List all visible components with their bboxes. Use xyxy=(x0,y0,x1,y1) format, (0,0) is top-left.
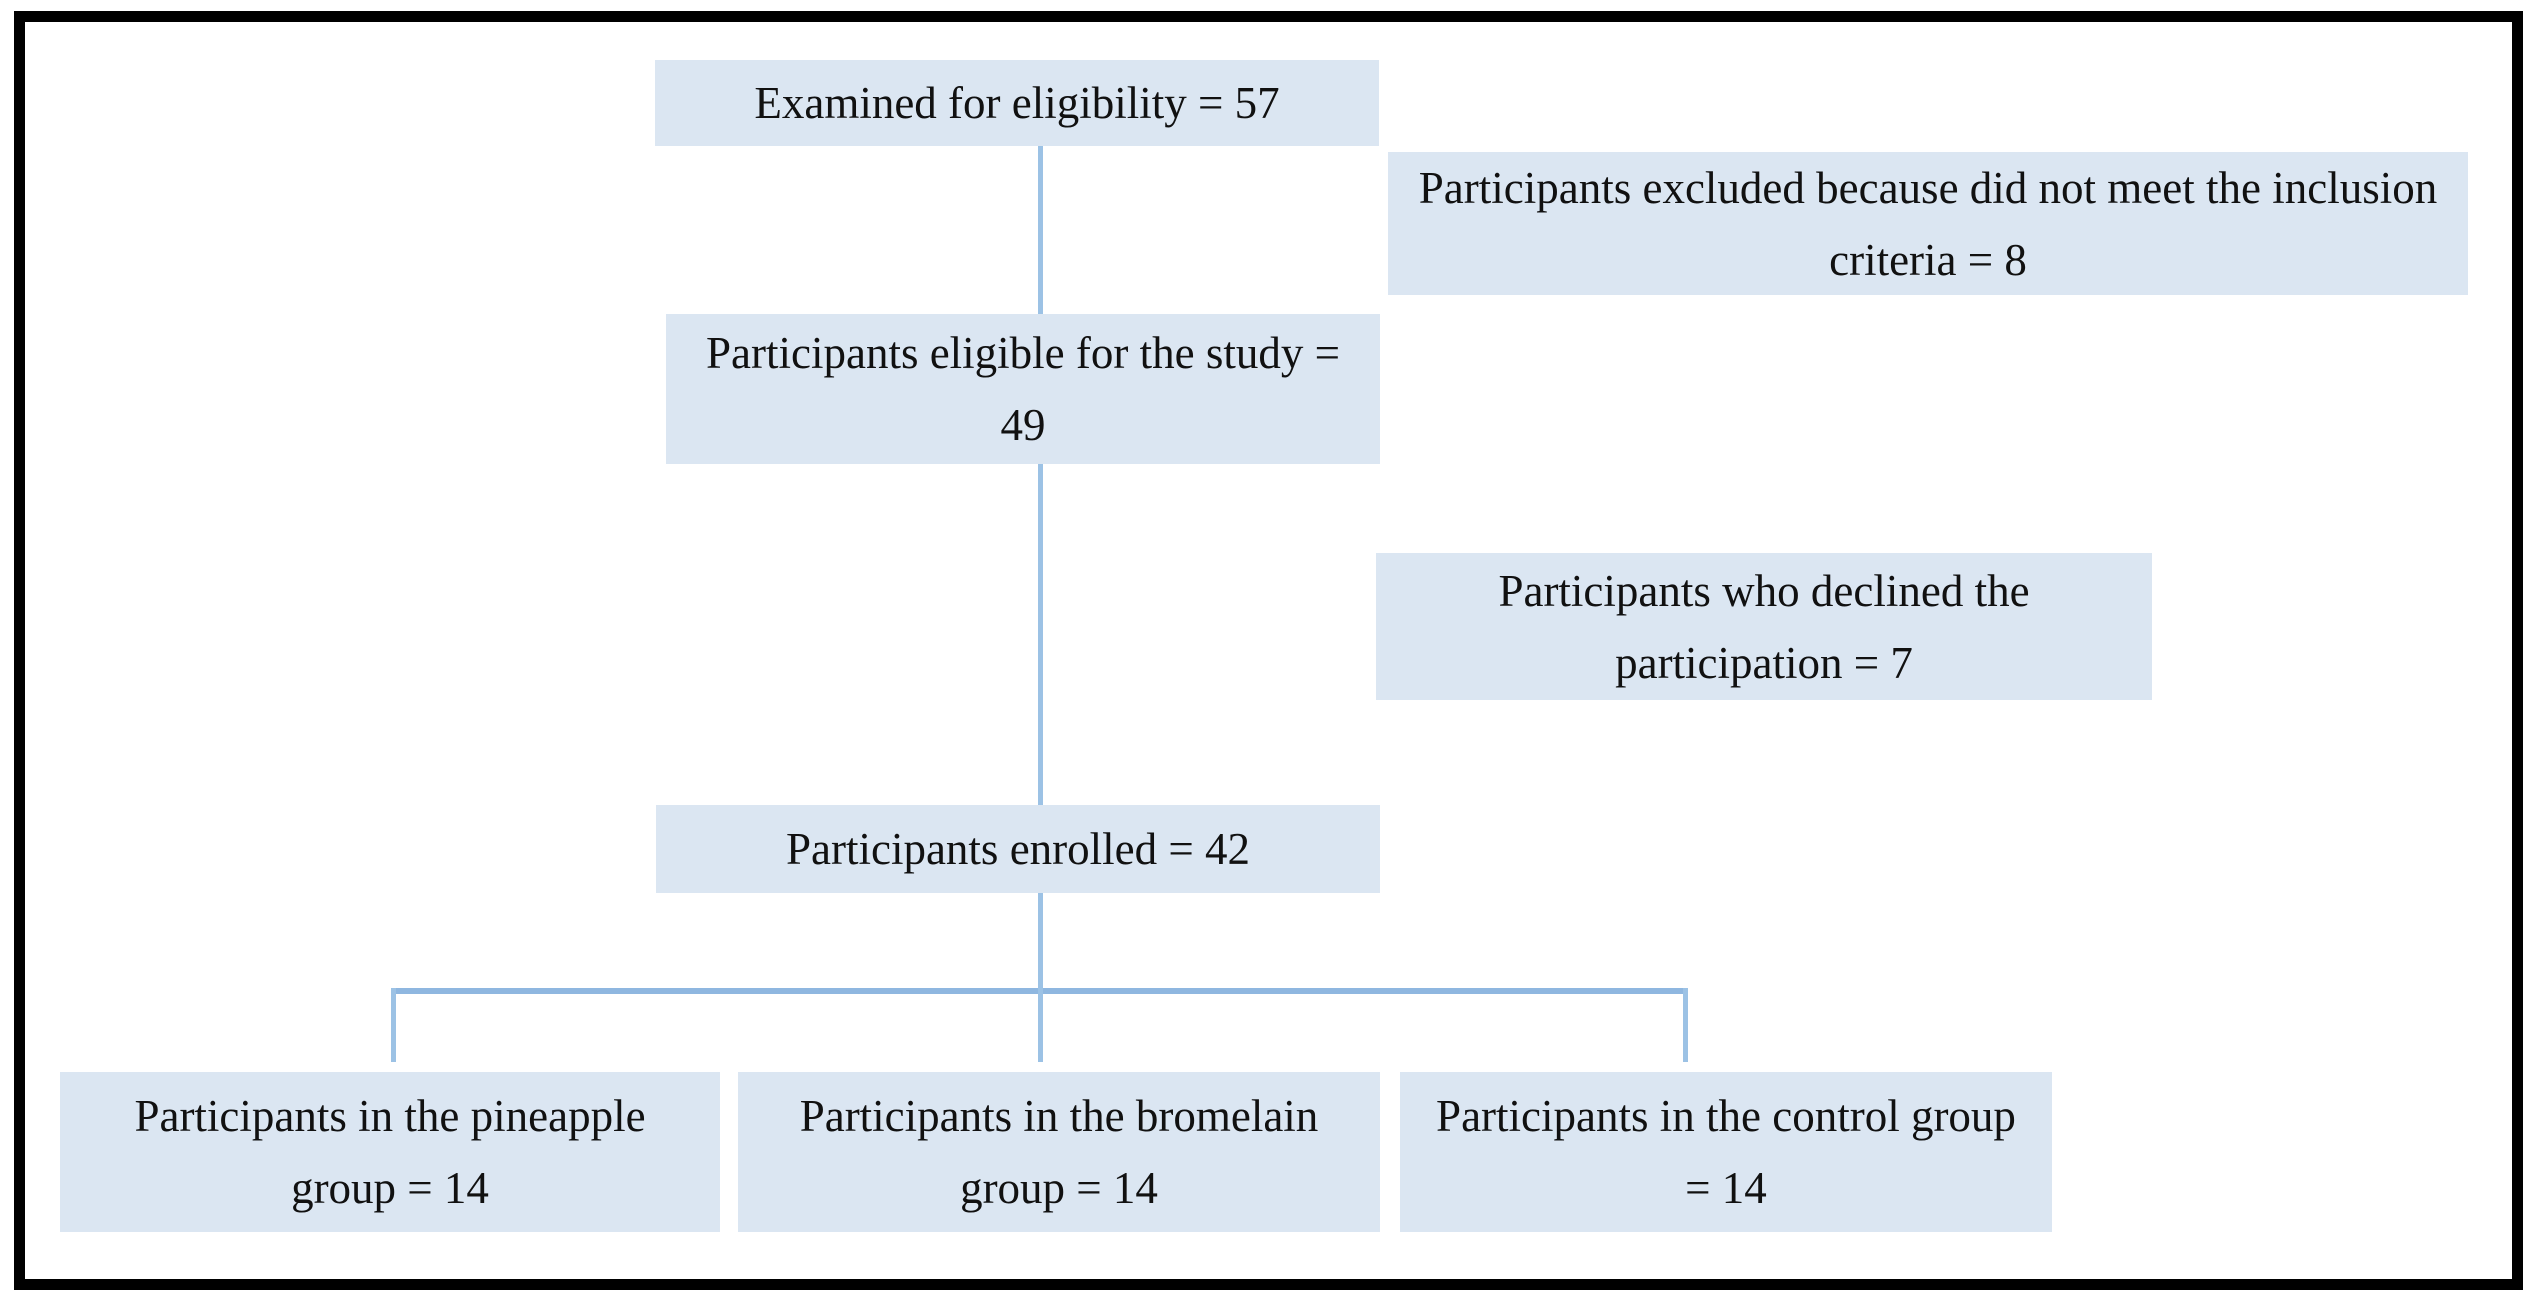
node-excluded-label: Participants excluded because did not me… xyxy=(1418,162,2438,285)
connector-drop-bromelain xyxy=(1038,988,1043,1062)
node-excluded: Participants excluded because did not me… xyxy=(1388,152,2468,295)
node-examined-for-eligibility: Examined for eligibility = 57 xyxy=(655,60,1379,146)
node-enrolled: Participants enrolled = 42 xyxy=(656,805,1380,893)
node-control-group-label: Participants in the control group = 14 xyxy=(1436,1091,2016,1213)
node-pineapple-group-label: Participants in the pineapple group = 14 xyxy=(134,1091,646,1213)
connector-drop-pineapple xyxy=(391,988,396,1062)
node-eligible-label: Participants eligible for the study = 49 xyxy=(706,328,1340,450)
connector-drop-control xyxy=(1683,988,1688,1062)
node-pineapple-group: Participants in the pineapple group = 14 xyxy=(60,1072,720,1232)
node-eligible: Participants eligible for the study = 49 xyxy=(666,314,1380,464)
connector-enrolled-branch xyxy=(1038,893,1043,990)
node-bromelain-group: Participants in the bromelain group = 14 xyxy=(738,1072,1380,1232)
connector-examined-eligible xyxy=(1038,146,1043,314)
node-bromelain-group-label: Participants in the bromelain group = 14 xyxy=(799,1091,1319,1213)
node-enrolled-label: Participants enrolled = 42 xyxy=(785,824,1251,874)
node-declined-label: Participants who declined the participat… xyxy=(1498,565,2030,688)
node-examined-label: Examined for eligibility = 57 xyxy=(754,78,1280,128)
connector-eligible-enrolled xyxy=(1038,464,1043,805)
node-control-group: Participants in the control group = 14 xyxy=(1400,1072,2052,1232)
node-declined: Participants who declined the participat… xyxy=(1376,553,2152,700)
